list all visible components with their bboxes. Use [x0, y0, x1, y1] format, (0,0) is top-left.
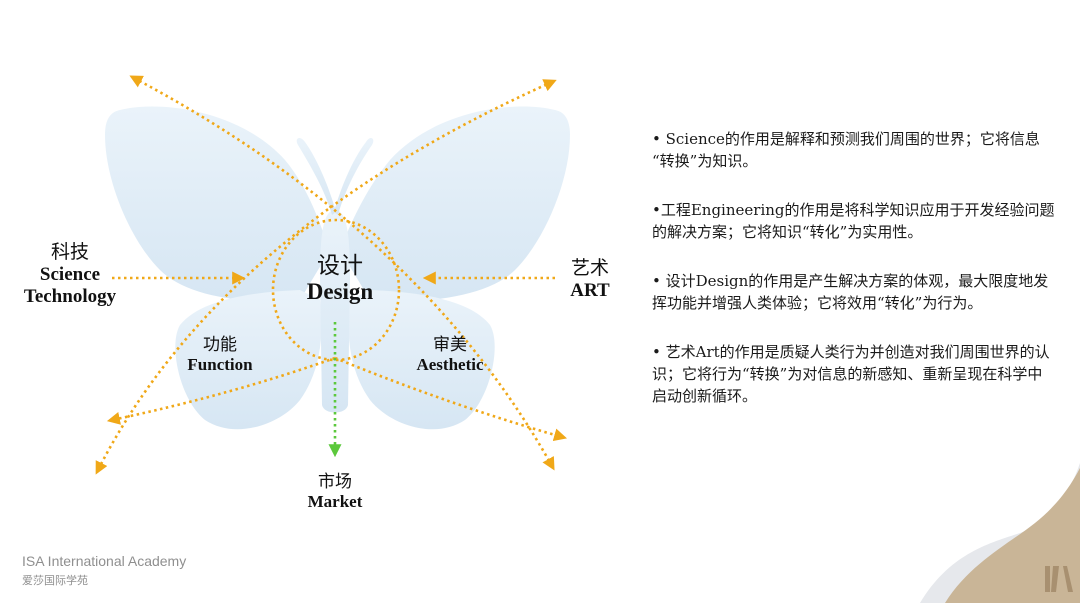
footer-en: ISA International Academy: [22, 553, 187, 569]
label-design: 设计 Design: [285, 253, 395, 306]
paragraph-science: • Science的作用是解释和预测我们周围的世界；它将信息 “转换”为知识。: [652, 130, 1040, 170]
label-art: 艺术 ART: [560, 258, 620, 302]
arrow-to-lower-right: [334, 356, 567, 442]
design-en: Design: [306, 279, 374, 305]
design-zh: 设计: [317, 253, 363, 278]
art-en: ART: [570, 279, 610, 301]
market-zh: 市场: [318, 472, 352, 491]
technology-en: Technology: [23, 285, 117, 307]
butterfly-diagram: [95, 75, 570, 475]
label-function: 功能 Function: [170, 335, 270, 374]
aesthetic-en: Aesthetic: [416, 354, 484, 374]
isa-mark: [1045, 566, 1073, 592]
aesthetic-zh: 审美: [433, 335, 467, 354]
footer-zh: 爱莎国际学苑: [22, 575, 88, 587]
label-market: 市场 Market: [290, 472, 380, 511]
art-zh: 艺术: [570, 258, 609, 279]
label-science-technology: 科技 Science Technology: [10, 242, 130, 308]
function-en: Function: [187, 354, 253, 374]
description-panel: • Science的作用是解释和预测我们周围的世界；它将信息 “转换”为知识。 …: [652, 128, 1057, 434]
paragraph-design: • 设计Design的作用是产生解决方案的体观，最大限度地发挥功能并增强人类体验…: [652, 272, 1049, 312]
paragraph-art: • 艺术Art的作用是质疑人类行为并创造对我们周围世界的认识；它将行为“转换”为…: [652, 343, 1050, 405]
science-zh: 科技: [50, 242, 89, 263]
corner-decoration: [920, 463, 1080, 603]
label-aesthetic: 审美 Aesthetic: [400, 335, 500, 374]
market-en: Market: [307, 491, 363, 511]
footer-logo: ISA International Academy 爱莎国际学苑: [22, 553, 186, 588]
paragraph-engineering: •工程Engineering的作用是将科学知识应用于开发经验问题的解决方案；它将…: [652, 201, 1055, 241]
science-en: Science: [39, 263, 101, 285]
function-zh: 功能: [203, 335, 237, 354]
